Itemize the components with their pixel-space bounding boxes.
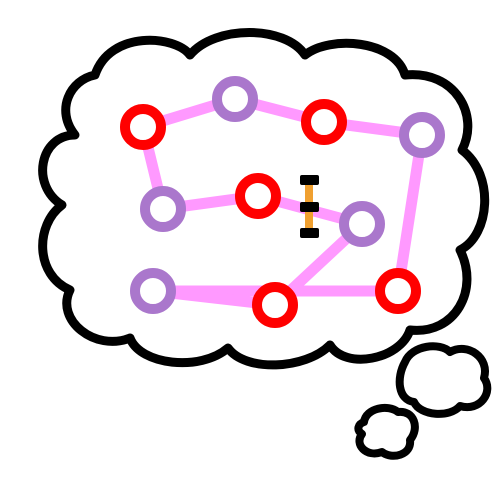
- node-n3-red: [301, 99, 347, 145]
- node-n2-purple: [212, 76, 258, 122]
- node-n5-purple: [140, 186, 186, 232]
- graph-nodes: [120, 76, 445, 328]
- marker-bar-bottom: [305, 210, 313, 232]
- bone-marker-icon: [300, 175, 319, 238]
- thought-puff-large: [395, 342, 492, 418]
- node-n6-red: [235, 173, 281, 219]
- node-n4-purple: [399, 112, 445, 158]
- marker-cap-middle: [300, 202, 319, 212]
- node-n10-red: [375, 268, 421, 314]
- marker-bar-top: [305, 182, 313, 205]
- node-n9-red: [252, 282, 298, 328]
- marker-cap-top: [300, 175, 319, 185]
- node-n7-purple: [339, 201, 385, 247]
- thought-puff-small: [354, 403, 419, 460]
- node-n1-red: [120, 104, 166, 150]
- marker-cap-bottom: [300, 228, 319, 238]
- node-n8-purple: [130, 268, 176, 314]
- edge-n4-n10: [392, 129, 428, 297]
